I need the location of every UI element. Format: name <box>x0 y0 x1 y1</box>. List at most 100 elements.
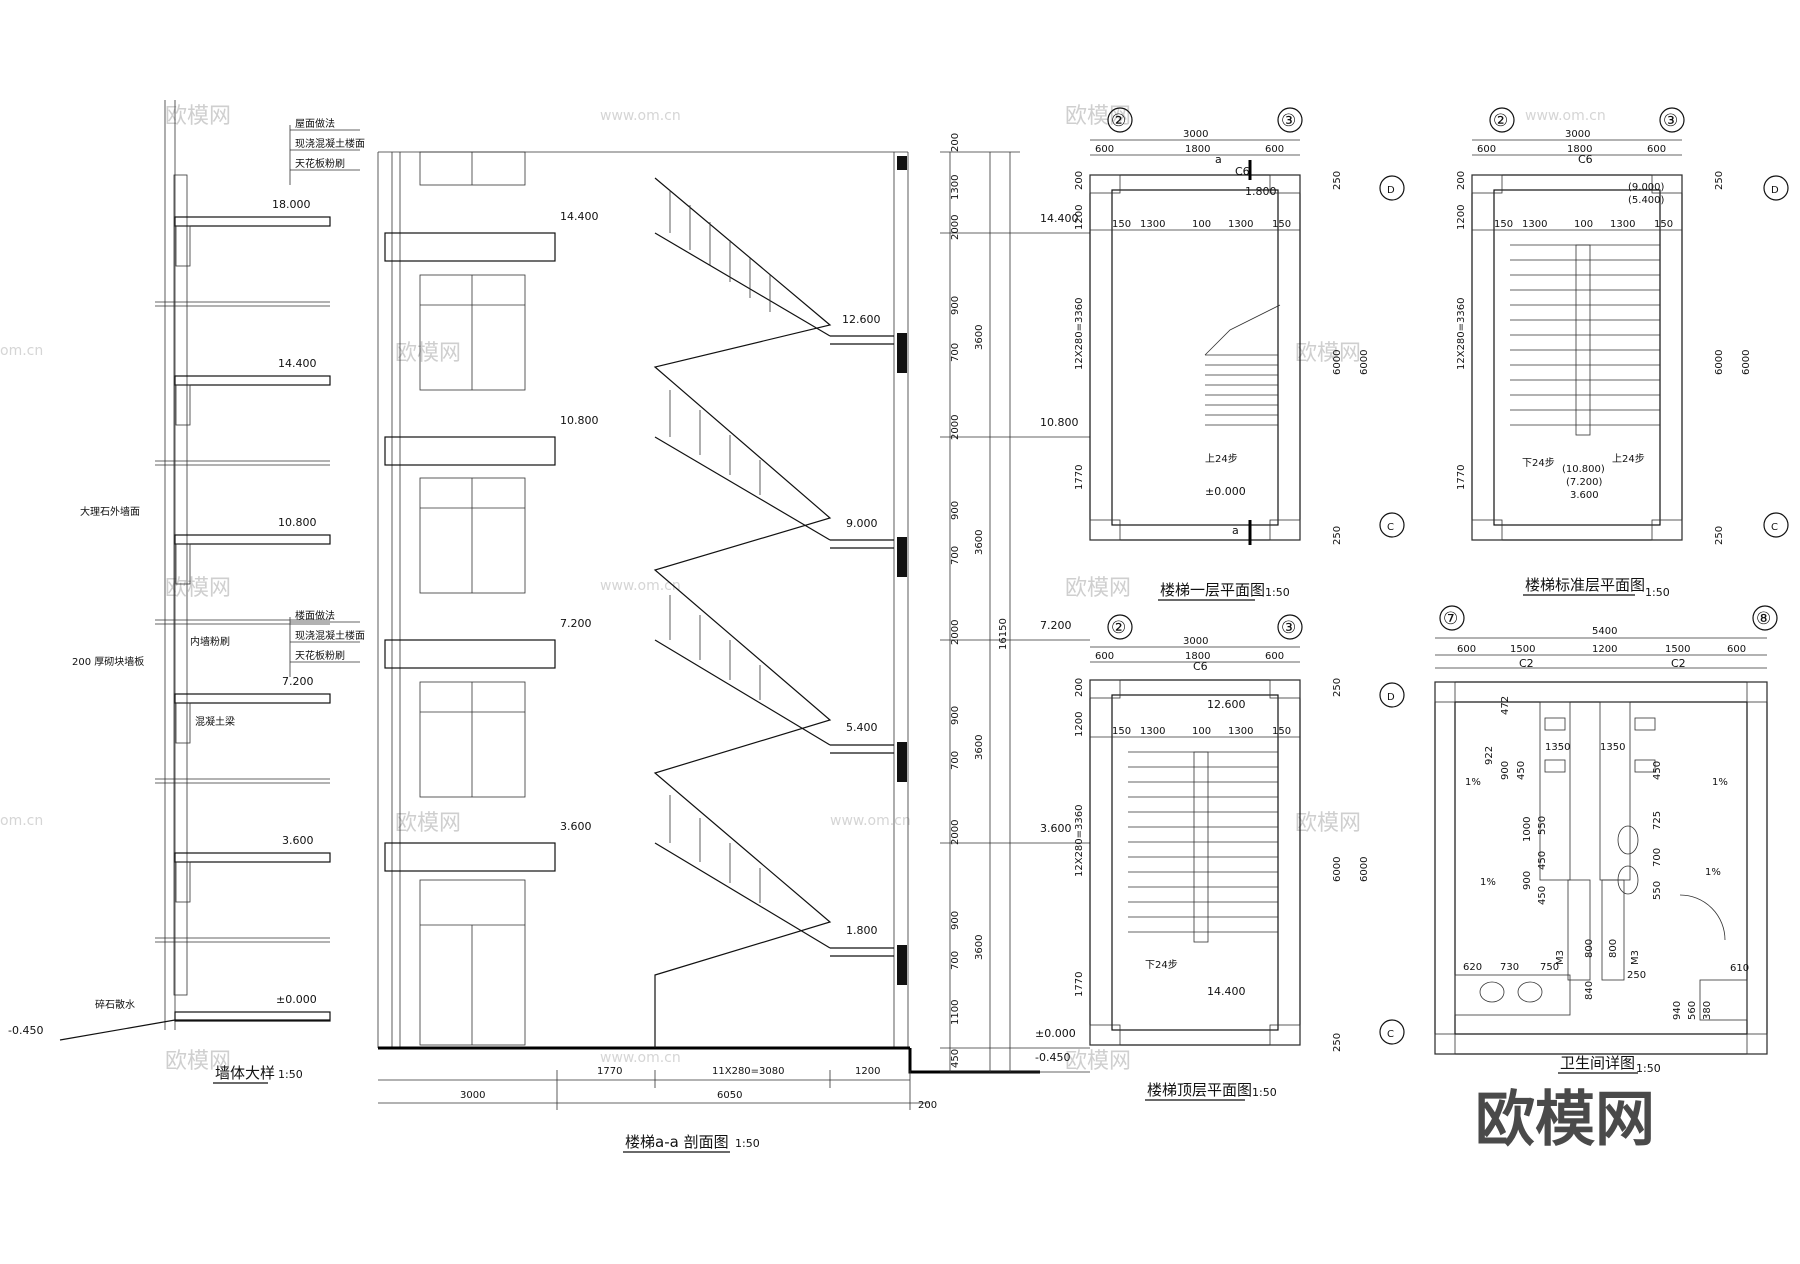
section-title: 楼梯a-a 剖面图 <box>625 1133 729 1151</box>
floor-level: 7.200 <box>560 617 592 630</box>
dim-label: 1200 <box>855 1066 880 1077</box>
dim-label: 730 <box>1500 962 1519 973</box>
dim-label: 2000 <box>950 215 961 240</box>
watermark-brand: 欧模网 <box>1065 1049 1131 1074</box>
dim-label: 250 <box>1714 526 1725 545</box>
level-label: (7.200) <box>1566 477 1603 488</box>
dim-label: 700 <box>950 343 961 362</box>
axis-label: ② <box>1493 111 1508 131</box>
dim-label: 200 <box>1074 171 1085 190</box>
dim-label: 3600 <box>974 735 985 760</box>
dim-label: 1300 <box>1228 219 1253 230</box>
dim-label: 1800 <box>1567 144 1592 155</box>
callout-slab: 现浇混凝土楼面 <box>295 629 365 642</box>
watermark-brand: 欧模网 <box>165 1049 231 1074</box>
dim-label: 560 <box>1687 1001 1698 1020</box>
scale-label: 1:50 <box>1636 1062 1661 1075</box>
dim-label: 450 <box>1537 886 1548 905</box>
dim-label: 150 <box>1112 219 1131 230</box>
dim-label: 600 <box>1095 651 1114 662</box>
dim-label: 150 <box>1272 726 1291 737</box>
dim-label: 700 <box>1652 848 1663 867</box>
dim-label: 900 <box>950 501 961 520</box>
dim-label: 250 <box>1332 171 1343 190</box>
slope-label: 1% <box>1712 777 1728 788</box>
dim-label: 1200 <box>1074 205 1085 230</box>
plan-standard-floor: ② ③ D C C6 (9.000) (5.400) (10.800) (7.2… <box>1456 107 1789 599</box>
note-inner: 内墙粉刷 <box>190 635 230 648</box>
dim-label: 200 <box>950 133 961 152</box>
level-label: (10.800) <box>1562 464 1605 475</box>
dim-label: 250 <box>1332 526 1343 545</box>
total-height: 16150 <box>998 618 1009 650</box>
callout-floor: 楼面做法 <box>295 609 335 622</box>
floor-level: 10.800 <box>560 414 599 427</box>
watermark-site: om.cn <box>0 343 43 359</box>
landing-level: 12.600 <box>842 313 881 326</box>
dim-label: 6000 <box>1332 350 1343 375</box>
dim-label: 900 <box>950 911 961 930</box>
dim-label: 200 <box>918 1100 937 1111</box>
level-label: 12.600 <box>1207 698 1246 711</box>
dim-label: 600 <box>1727 644 1746 655</box>
watermark-brand: 欧模网 <box>165 104 231 129</box>
window-tag: C2 <box>1519 657 1534 670</box>
dim-label: 1770 <box>1074 972 1085 997</box>
dim-label: 250 <box>1332 678 1343 697</box>
right-level: ±0.000 <box>1035 1027 1076 1040</box>
level-label: 10.800 <box>278 516 317 529</box>
dim-label: 940 <box>1672 1001 1683 1020</box>
dim-label: 1770 <box>597 1066 622 1077</box>
dim-label: 1300 <box>1140 726 1165 737</box>
dim-label: 3000 <box>1183 636 1208 647</box>
plan-title: 楼梯顶层平面图 <box>1147 1081 1252 1099</box>
plan-title: 楼梯一层平面图 <box>1160 581 1265 599</box>
dim-label: 6000 <box>1359 857 1370 882</box>
level-label: 14.400 <box>278 357 317 370</box>
axis-label: C <box>1387 522 1394 533</box>
dim-label: 472 <box>1500 696 1511 715</box>
section-mark: a <box>1232 524 1239 537</box>
floor-level: 14.400 <box>560 210 599 223</box>
dim-label: 3000 <box>1183 129 1208 140</box>
toilet-title: 卫生间详图 <box>1560 1054 1635 1072</box>
scale-label: 1:50 <box>1265 586 1290 599</box>
dim-label: 250 <box>1714 171 1725 190</box>
watermark-brand: 欧模网 <box>395 811 461 836</box>
dim-label: 1770 <box>1074 465 1085 490</box>
watermark-site: www.om.cn <box>600 1050 681 1066</box>
stair-note: 下24步 <box>1145 959 1178 971</box>
dim-label: 250 <box>1332 1033 1343 1052</box>
level-label: -0.450 <box>8 1024 43 1037</box>
axis-label: ② <box>1111 111 1126 131</box>
dim-label: 250 <box>1627 970 1646 981</box>
section-mark: a <box>1215 153 1222 166</box>
dim-label: 6000 <box>1359 350 1370 375</box>
dim-label: 550 <box>1652 881 1663 900</box>
dim-label: 1350 <box>1545 742 1570 753</box>
level-label: 14.400 <box>1207 985 1246 998</box>
dim-label: 700 <box>950 751 961 770</box>
dim-label: 1300 <box>950 175 961 200</box>
axis-label: ⑦ <box>1443 609 1458 629</box>
axis-label: D <box>1771 185 1779 196</box>
note-gravel: 碎石散水 <box>95 998 135 1011</box>
axis-label: ② <box>1111 618 1126 638</box>
dim-label: 800 <box>1608 939 1619 958</box>
watermark-site: www.om.cn <box>830 813 911 829</box>
dim-label: 1200 <box>1456 205 1467 230</box>
toilet-detail: ⑦ ⑧ 5400 600 1500 1200 1500 <box>1434 605 1778 1075</box>
dim-label: 12X280=3360 <box>1074 805 1085 878</box>
dim-label: 12X280=3360 <box>1456 298 1467 371</box>
dim-label: 450 <box>1652 761 1663 780</box>
dim-label: 1350 <box>1600 742 1625 753</box>
right-level: 10.800 <box>1040 416 1079 429</box>
callout-slab: 现浇混凝土楼面 <box>295 137 365 150</box>
dim-label: 6000 <box>1741 350 1752 375</box>
dim-label: 2000 <box>950 620 961 645</box>
note-wall: 200 厚砌块墙板 <box>72 655 144 668</box>
dim-label: 600 <box>1265 144 1284 155</box>
watermark-brand: 欧模网 <box>1065 576 1131 601</box>
dim-label: 1100 <box>950 1000 961 1025</box>
callout-ceiling: 天花板粉刷 <box>295 157 345 170</box>
